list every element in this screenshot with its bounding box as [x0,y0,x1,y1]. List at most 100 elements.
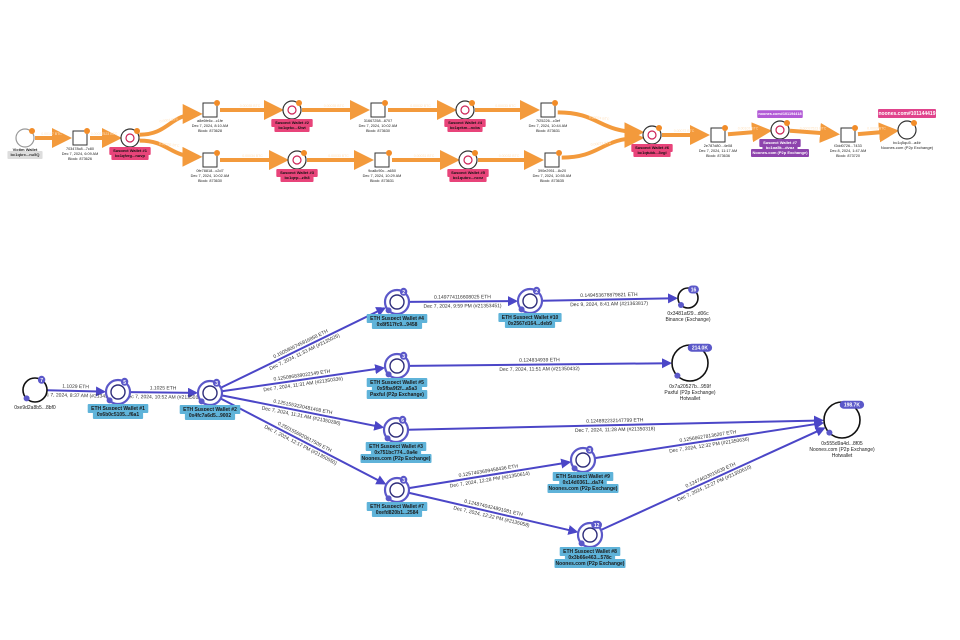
transaction-block: Block: 873628 [198,129,222,133]
eth-edge[interactable] [221,394,385,431]
eth-edge[interactable] [129,387,199,398]
eth-edge[interactable] [46,386,107,397]
eth-edge[interactable] [220,307,387,389]
btc-edge-amount: 0.00037523 BTC [800,126,827,130]
btc-edge[interactable] [789,122,841,143]
wallet-label: Victim Wallet [13,147,38,152]
transaction-badge [722,125,728,131]
transaction-icon [370,102,386,118]
transaction-date: Dec 8, 2024, 1:47 AM [830,149,867,153]
btc-edge-amount: 0.00032 BTC [499,154,520,158]
wallet-circle [22,377,48,403]
suspect-icon [460,105,470,115]
btc-edge-amount: 0.00036 BTC [159,142,180,148]
wallet-circle [15,128,35,148]
transaction-block: Block: 873631 [370,179,394,183]
eth-edge[interactable] [408,458,572,490]
transaction-hash: 0fe78818...c2d7 [196,169,223,173]
btc-edge-amount: 0.00032 BTC [410,104,431,108]
btc-edge[interactable] [561,127,645,160]
transaction-date: Dec 7, 2024, 8:10 AM [192,124,229,128]
transaction-block: Block: 873636 [706,154,730,158]
eth-network-icon [106,397,113,404]
wallet-address: 0x751bc774...0a4e [374,450,418,456]
btc-edge[interactable] [857,122,900,143]
exchange-tag: noones.com#101144419 [879,111,936,117]
eth-edge[interactable] [407,415,825,431]
transaction-date: Dec 7, 2024, 11:17 AM [699,149,737,153]
btc-wallet-node[interactable]: noones.com#101144419bc1q5qu5...a4trNoone… [878,109,936,150]
btc-edge-amount: 0.00073 BTC [590,141,611,147]
wallet-count-badge [688,285,699,294]
wallet-exchange: Noones.com (P2p Exchange) [362,456,431,462]
transaction-hash: 2e787d80...4e08 [704,144,733,148]
wallet-address: bc1qfvrg...nuvp [115,153,145,158]
wallet-address: 0x3481af29...d06c [667,311,709,317]
suspect-icon [287,105,297,115]
transaction-icon [202,152,218,168]
wallet-count-badge [120,377,129,386]
wallet-count-badge [398,415,407,424]
eth-edge[interactable] [600,427,826,531]
wallet-badge [911,120,917,126]
eth-edge[interactable] [594,419,825,460]
wallet-inner-icon [582,527,598,543]
wallet-exchange: Paxful (P2p Exchange) [664,390,715,396]
eth-network-icon [578,540,585,547]
wallet-label: ETH Suspect Wallet #10 [502,315,559,321]
wallet-count: 2 [402,290,405,296]
btc-edge[interactable] [139,103,203,137]
wallet-address: 0x3b66e463...578c [568,555,612,561]
btc-edge-amount: 0.00033 BTC [495,104,516,108]
wallet-exchange-bg [751,149,809,157]
wallet-exchange: Noones.com (P2p Exchange) [752,150,808,155]
btc-edge[interactable] [139,138,203,167]
eth-edge[interactable] [408,358,673,369]
wallet-count-badge [591,520,602,529]
eth-edge[interactable] [408,491,579,535]
btc-edge[interactable] [727,122,773,143]
suspect-icon [463,155,473,165]
eth-edge[interactable] [221,364,386,393]
eth-edge[interactable] [408,296,519,307]
transaction-date: Dec 7, 2024, 10:55 AM [533,174,572,178]
eth-edge[interactable] [220,397,387,485]
wallet-badge [784,120,790,126]
wallet-inner-icon [522,293,538,309]
wallet-address: 0x7a20527b...959f [669,384,711,390]
wallet-address-bg [111,152,149,160]
wallet-label: ETH Suspect Wallet #5 [370,380,424,386]
eth-edge[interactable] [541,293,679,304]
